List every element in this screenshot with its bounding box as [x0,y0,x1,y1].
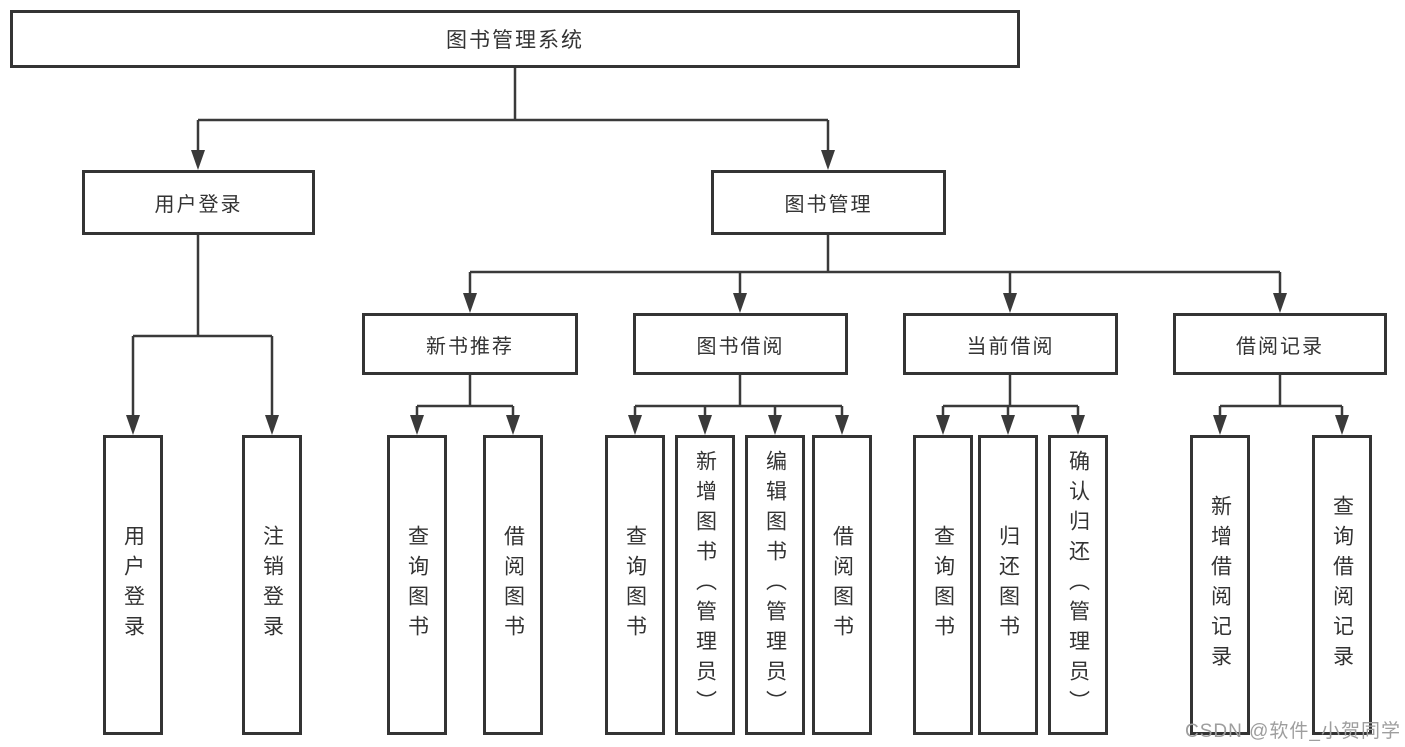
node-leaf-confirm-return-admin: 确认归还（管理员） [1048,435,1108,735]
node-leaf-logout: 注销登录 [242,435,302,735]
node-leaf-add-book-admin: 新增图书（管理员） [675,435,735,735]
node-root-system: 图书管理系统 [10,10,1020,68]
csdn-watermark: CSDN @软件_小贺同学 [1185,721,1401,742]
node-borrowing-records: 借阅记录 [1173,313,1387,375]
node-leaf-query-books-current: 查询图书 [913,435,973,735]
node-leaf-edit-book-admin: 编辑图书（管理员） [745,435,805,735]
node-current-borrowing: 当前借阅 [903,313,1118,375]
node-leaf-query-books-borrow: 查询图书 [605,435,665,735]
node-leaf-query-borrow-record: 查询借阅记录 [1312,435,1372,735]
node-user-login: 用户登录 [82,170,315,235]
node-book-borrowing: 图书借阅 [633,313,848,375]
node-leaf-add-borrow-record: 新增借阅记录 [1190,435,1250,735]
node-leaf-borrow-books-rec: 借阅图书 [483,435,543,735]
node-leaf-query-books-rec: 查询图书 [387,435,447,735]
node-new-book-recommendation: 新书推荐 [362,313,578,375]
node-leaf-return-books: 归还图书 [978,435,1038,735]
node-leaf-borrow-books-borrow: 借阅图书 [812,435,872,735]
node-leaf-user-login: 用户登录 [103,435,163,735]
node-book-management: 图书管理 [711,170,946,235]
